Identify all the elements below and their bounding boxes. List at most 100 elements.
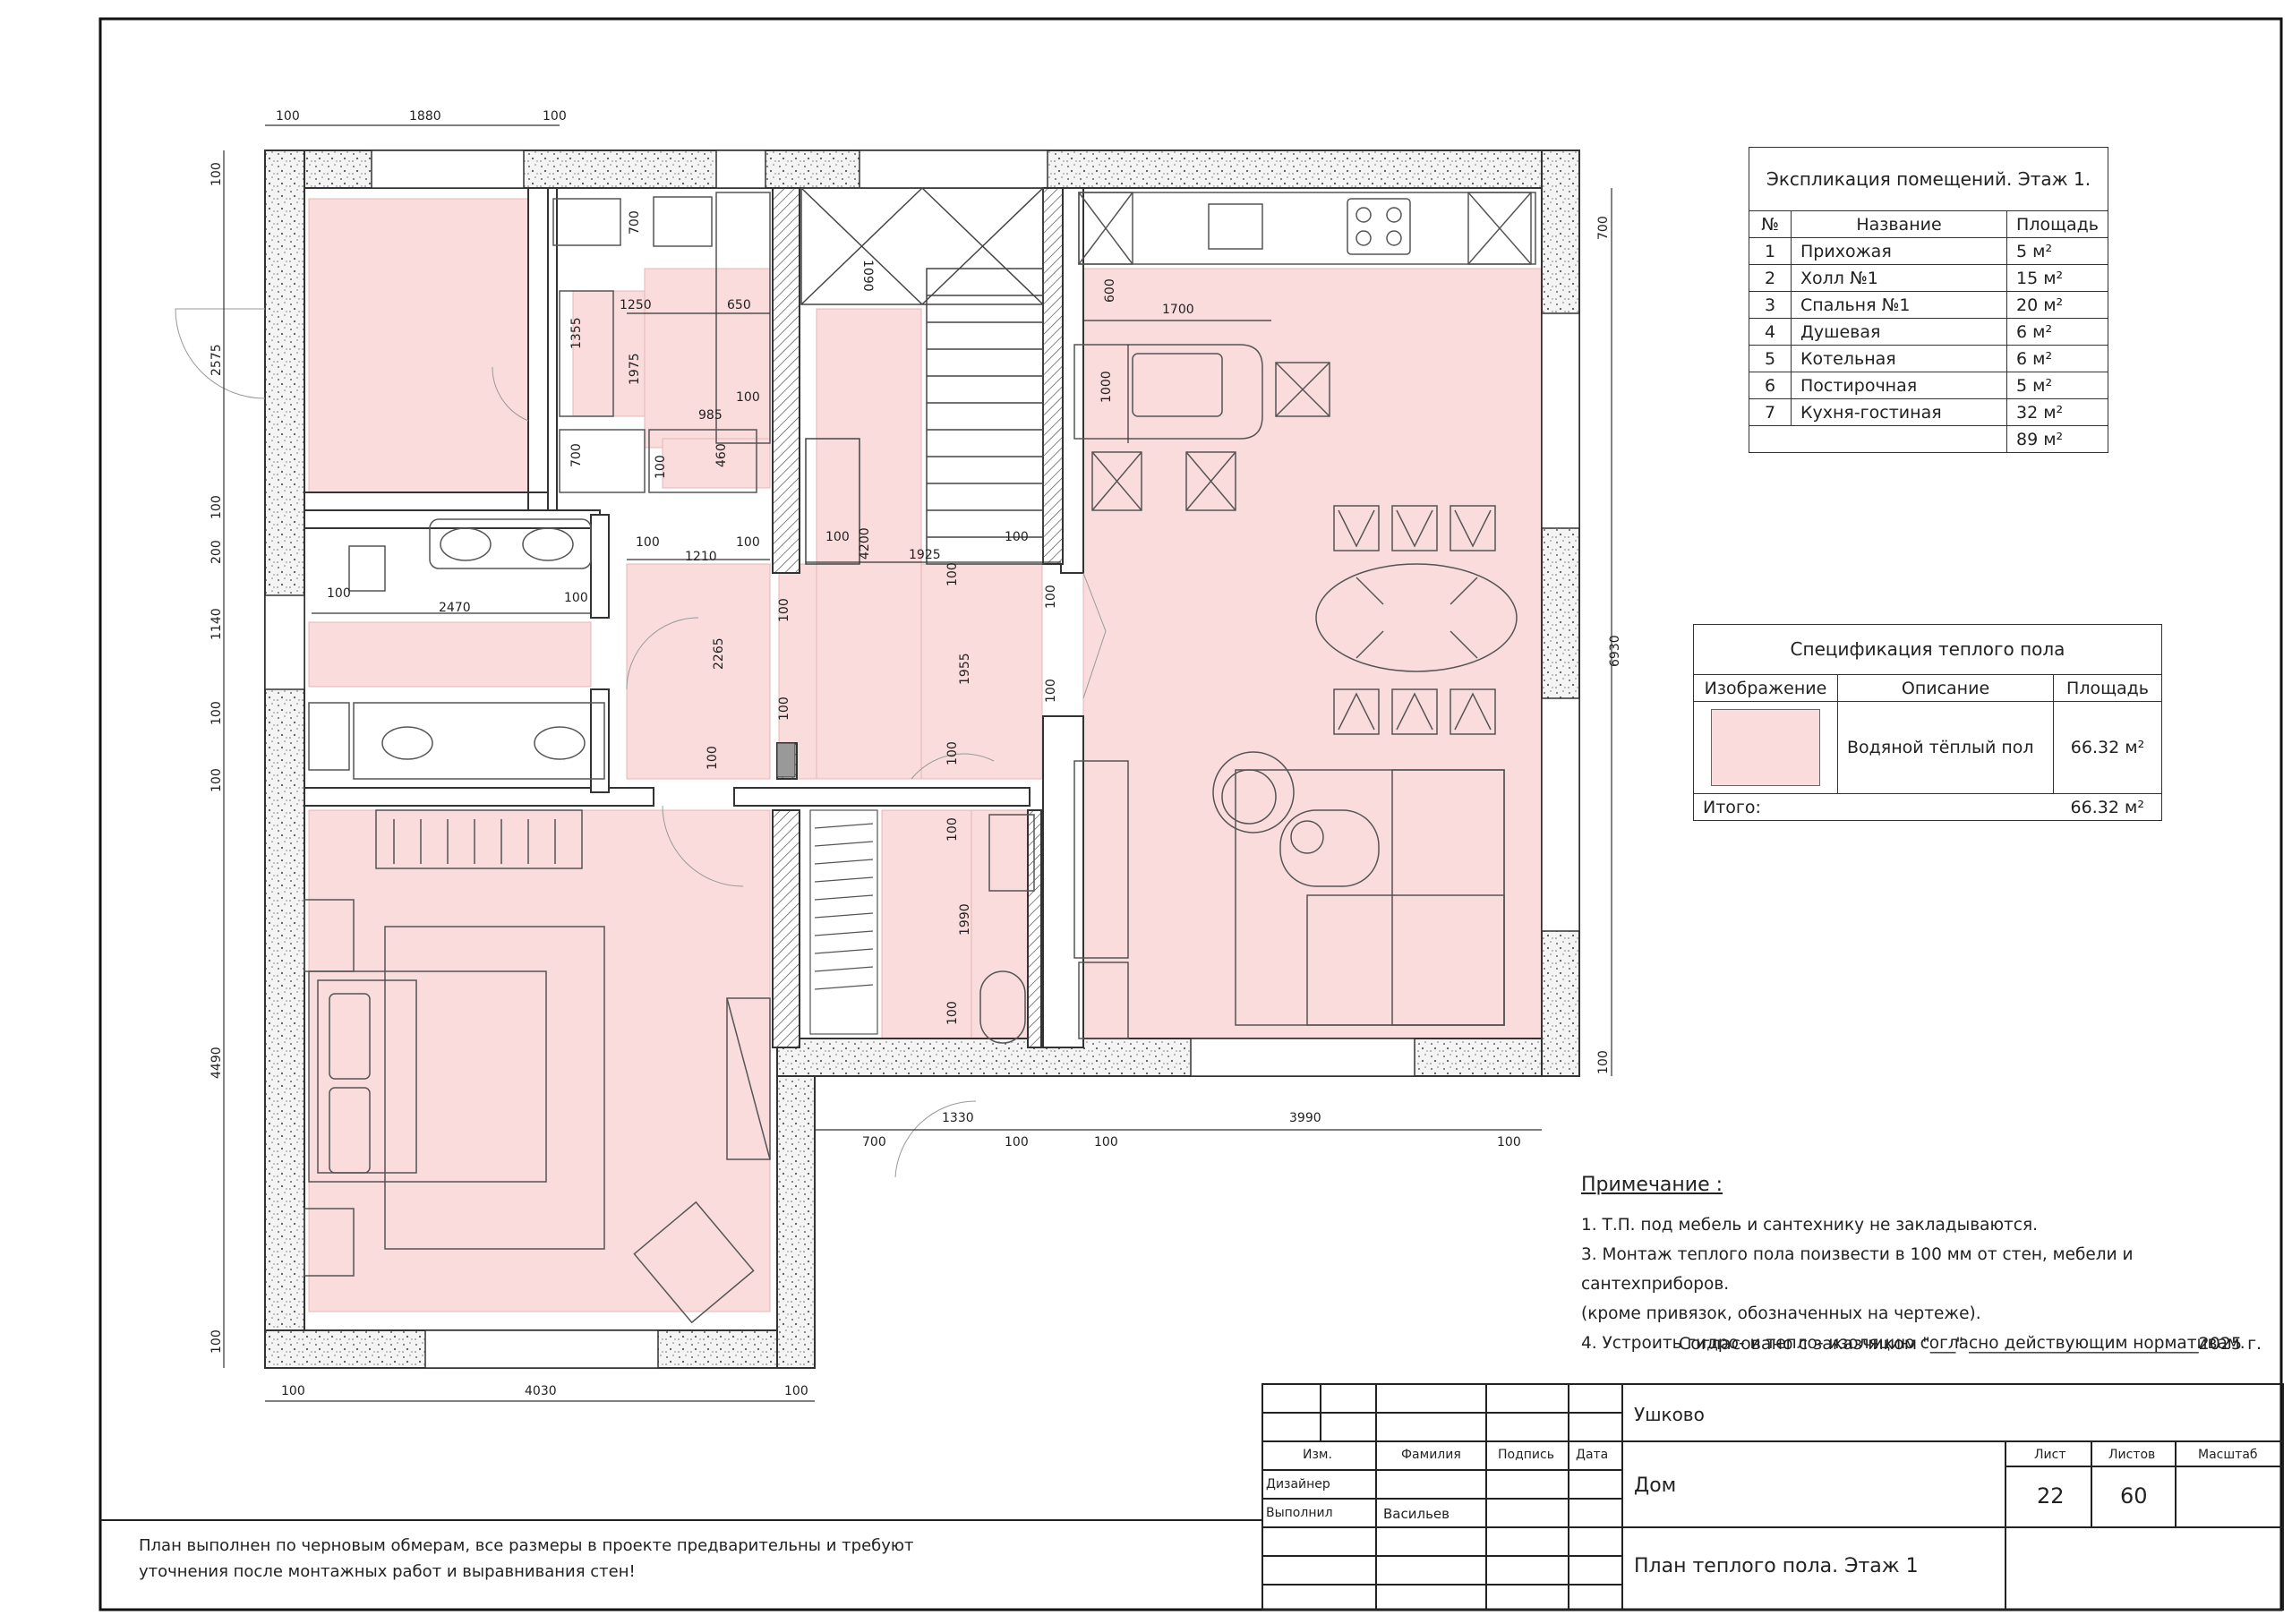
dim-text: 600 bbox=[1103, 278, 1117, 303]
dim-text: 700 bbox=[569, 443, 584, 467]
spec-table: Спецификация теплого пола Изображение Оп… bbox=[1693, 624, 2162, 821]
dim-text: 100 bbox=[210, 495, 224, 519]
dim-text: 2575 bbox=[210, 344, 224, 376]
dim-text: 100 bbox=[825, 530, 850, 544]
dim-text: 100 bbox=[1005, 530, 1029, 544]
tb-sheet-title: План теплого пола. Этаж 1 bbox=[1634, 1555, 1919, 1577]
dim-text: 100 bbox=[210, 768, 224, 792]
title-block-grid bbox=[100, 1383, 2284, 1611]
dim-text: 200 bbox=[210, 540, 224, 564]
col-header: Описание bbox=[1837, 674, 2054, 702]
dim-text: 700 bbox=[862, 1135, 886, 1150]
dim-text: 100 bbox=[777, 697, 791, 721]
interior-walls bbox=[304, 187, 1084, 1048]
note-line: (кроме привязок, обозначенных на чертеже… bbox=[1581, 1304, 1981, 1323]
dim-text: 100 bbox=[945, 1001, 960, 1025]
dim-text: 100 bbox=[945, 817, 960, 842]
heated-zone-hall-b bbox=[816, 308, 922, 780]
dim-text: 1700 bbox=[1162, 303, 1194, 317]
dim-text: 100 bbox=[543, 109, 567, 124]
notes: Примечание : 1. Т.П. под мебель и сантех… bbox=[1581, 1170, 2271, 1358]
spec-area: 66.32 м² bbox=[2053, 701, 2162, 794]
dim-text: 100 bbox=[210, 162, 224, 186]
dim-text: 100 bbox=[736, 390, 760, 405]
cell: 5 bbox=[1749, 345, 1792, 372]
cell: Котельная bbox=[1791, 345, 2007, 372]
cell: 4 bbox=[1749, 318, 1792, 346]
dim-text: 100 bbox=[1596, 1050, 1611, 1074]
cell: 15 м² bbox=[2006, 264, 2108, 292]
tb-performer-name: Васильев bbox=[1383, 1506, 1450, 1522]
dim-text: 100 bbox=[945, 741, 960, 765]
dim-text: 1925 bbox=[909, 548, 941, 562]
dim-text: 4490 bbox=[210, 1047, 224, 1079]
col-header: Площадь bbox=[2053, 674, 2162, 702]
dim-text: 100 bbox=[564, 591, 588, 605]
disclaimer: План выполнен по черновым обмерам, все р… bbox=[139, 1533, 914, 1585]
cell: 2 bbox=[1749, 264, 1792, 292]
dim-text: 100 bbox=[706, 746, 720, 770]
dim-text: 100 bbox=[736, 535, 760, 550]
dim-text: 4200 bbox=[858, 527, 872, 560]
cell: Постирочная bbox=[1791, 372, 2007, 399]
dimension-texts: 100 1880 100 100 2575 100 200 1140 100 1… bbox=[210, 109, 1622, 1398]
windows bbox=[264, 150, 1580, 1369]
cell: 3 bbox=[1749, 291, 1792, 319]
dim-text: 1990 bbox=[958, 903, 972, 936]
dim-text: 100 bbox=[327, 586, 351, 601]
dim-text: 100 bbox=[281, 1384, 305, 1398]
kitchen bbox=[1073, 192, 1536, 440]
note-line: 4. Устроить гидро- и тепло- изоляцию сог… bbox=[1581, 1334, 2245, 1353]
cell bbox=[1749, 425, 2007, 453]
heated-zone-utility bbox=[881, 809, 972, 1039]
heated-zone-wc bbox=[662, 438, 771, 489]
table-row: 89 м² bbox=[1749, 425, 2108, 453]
tb-role-designer: Дизайнер bbox=[1266, 1477, 1330, 1492]
disclaimer-line: уточнения после монтажных работ и выравн… bbox=[139, 1562, 636, 1581]
tb-list-label: Лист bbox=[2034, 1448, 2066, 1462]
dim-text: 985 bbox=[698, 408, 723, 423]
spec-title: Спецификация теплого пола bbox=[1693, 624, 2162, 674]
bedroom-furniture bbox=[304, 809, 771, 1324]
dim-text: 3990 bbox=[1289, 1111, 1321, 1125]
dim-text: 700 bbox=[628, 210, 642, 235]
heated-zone-living bbox=[1082, 268, 1545, 1039]
cell: 5 м² bbox=[2006, 237, 2108, 265]
tb-place: Ушково bbox=[1634, 1404, 1705, 1425]
dim-text: 100 bbox=[945, 562, 960, 586]
dim-text: 1955 bbox=[958, 653, 972, 685]
dim-text: 100 bbox=[276, 109, 300, 124]
dim-text: 650 bbox=[727, 298, 751, 312]
dim-text: 100 bbox=[210, 1329, 224, 1354]
cell bbox=[1693, 701, 1838, 794]
staircase bbox=[800, 187, 1044, 565]
explication-total: 89 м² bbox=[2006, 425, 2108, 453]
table-row: Водяной тёплый пол 66.32 м² bbox=[1693, 701, 2162, 794]
dining-set bbox=[1315, 505, 1518, 735]
tb-masshtab-label: Масштаб bbox=[2198, 1448, 2258, 1462]
living-furniture bbox=[1073, 751, 1505, 1039]
cell: Спальня №1 bbox=[1791, 291, 2007, 319]
dim-text: 1355 bbox=[569, 317, 584, 349]
dim-text: 1140 bbox=[210, 608, 224, 640]
dim-text: 1000 bbox=[1099, 371, 1114, 403]
dim-text: 2470 bbox=[439, 601, 471, 615]
cell: Прихожая bbox=[1791, 237, 2007, 265]
tb-role-performer: Выполнил bbox=[1266, 1506, 1333, 1520]
dim-text: 100 bbox=[654, 455, 668, 479]
column bbox=[776, 742, 796, 778]
tb-col-data: Дата bbox=[1576, 1448, 1609, 1462]
dim-text: 1880 bbox=[409, 109, 441, 124]
door-swings bbox=[175, 308, 1107, 1178]
laundry-shelves bbox=[809, 809, 878, 1035]
dim-text: 1090 bbox=[860, 260, 875, 292]
heated-zone-bedroom bbox=[308, 809, 771, 1312]
tb-object: Дом bbox=[1634, 1474, 1677, 1497]
bar-stools bbox=[1091, 451, 1236, 511]
dim-text: 100 bbox=[784, 1384, 808, 1398]
dim-text: 2265 bbox=[712, 637, 726, 670]
